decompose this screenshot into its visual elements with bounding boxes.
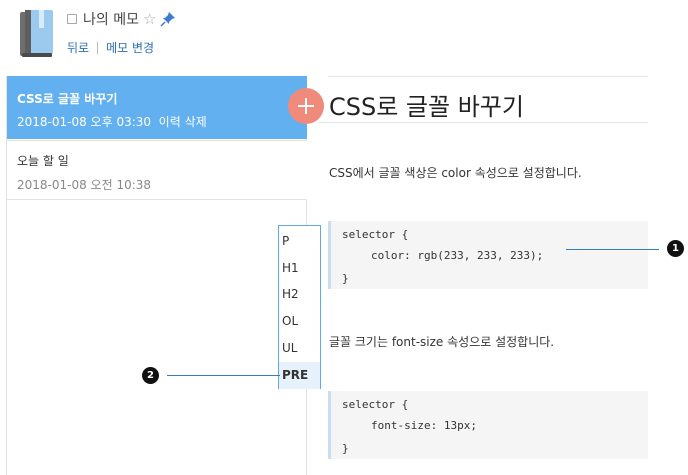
- format-option-pre[interactable]: PRE: [279, 362, 320, 389]
- code-line: color: rgb(233, 233, 233);: [371, 249, 544, 262]
- format-option-p[interactable]: P: [282, 234, 290, 248]
- callout-badge-1: 1: [667, 240, 684, 257]
- title-checkbox[interactable]: [67, 14, 77, 24]
- code-line: }: [342, 272, 349, 285]
- callout-line-2: [167, 375, 280, 376]
- memo-date: 2018-01-08 오전 10:38: [17, 178, 152, 192]
- format-menu: P H1 H2 OL UL PRE: [278, 225, 321, 389]
- editor-divider: [328, 76, 648, 77]
- code-line: }: [342, 442, 349, 455]
- memo-date: 2018-01-08 오후 03:30 이력 삭제: [17, 113, 207, 130]
- code-block[interactable]: selector { color: rgb(233, 233, 233); }: [328, 221, 648, 289]
- memo-title: 오늘 할 일: [17, 154, 69, 168]
- header-nav: 뒤로 메모 변경: [67, 39, 154, 56]
- paragraph[interactable]: CSS에서 글꼴 색상은 color 속성으로 설정합니다.: [329, 166, 582, 180]
- memo-date-text: 2018-01-08 오후 03:30: [17, 115, 152, 129]
- notebook-icon: [20, 10, 53, 57]
- memo-title: CSS로 글꼴 바꾸기: [17, 92, 118, 106]
- page-title: 나의 메모: [83, 12, 139, 28]
- heading-divider: [318, 122, 648, 123]
- pin-icon[interactable]: [160, 11, 176, 27]
- code-block[interactable]: selector { font-size: 13px; }: [328, 391, 648, 459]
- paragraph[interactable]: 글꼴 크기는 font-size 속성으로 설정합니다.: [329, 335, 555, 349]
- code-line: selector {: [342, 398, 409, 411]
- callout-line-1: [566, 249, 659, 250]
- memo-item[interactable]: 오늘 할 일 2018-01-08 오전 10:38: [7, 140, 307, 200]
- document-heading[interactable]: CSS로 글꼴 바꾸기: [329, 93, 524, 121]
- format-option-h2[interactable]: H2: [282, 287, 299, 301]
- nav-divider: [97, 41, 99, 54]
- memo-title-row: 나의 메모 ☆: [67, 10, 176, 28]
- callout-badge-2: 2: [142, 367, 159, 384]
- back-link[interactable]: 뒤로: [67, 41, 90, 55]
- star-icon[interactable]: ☆: [142, 9, 157, 28]
- plus-icon-vertical: [305, 98, 307, 114]
- memo-item-active[interactable]: CSS로 글꼴 바꾸기 2018-01-08 오후 03:30 이력 삭제: [7, 76, 307, 139]
- add-button[interactable]: [288, 88, 324, 124]
- memo-list: CSS로 글꼴 바꾸기 2018-01-08 오후 03:30 이력 삭제 오늘…: [6, 76, 307, 475]
- code-line: selector {: [342, 228, 409, 241]
- delete-history-link[interactable]: 이력 삭제: [158, 115, 207, 129]
- editor-area[interactable]: [308, 76, 648, 475]
- format-option-ul[interactable]: UL: [282, 341, 298, 355]
- format-option-h1[interactable]: H1: [282, 261, 299, 275]
- change-memo-link[interactable]: 메모 변경: [106, 41, 155, 55]
- code-line: font-size: 13px;: [371, 419, 477, 432]
- format-option-ol[interactable]: OL: [282, 314, 299, 328]
